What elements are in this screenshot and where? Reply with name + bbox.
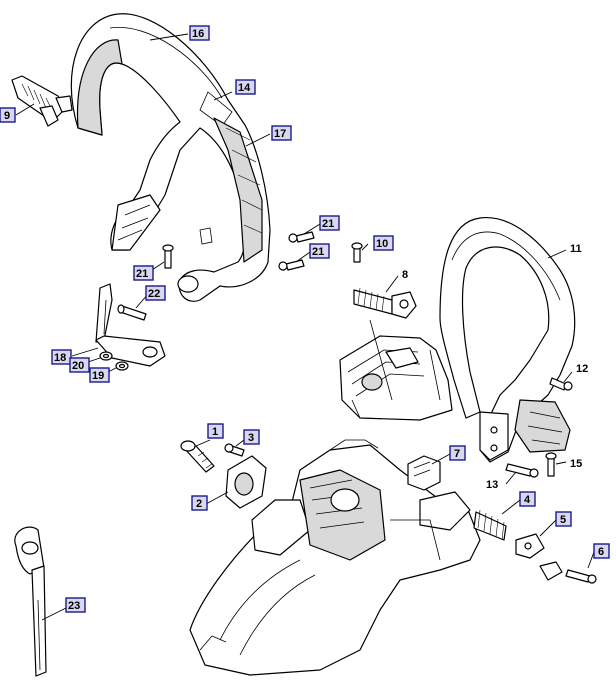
screw-10 <box>351 242 363 263</box>
screw-21-middle <box>278 259 305 271</box>
svg-text:10: 10 <box>376 238 388 250</box>
callout-7: 7 <box>449 445 466 461</box>
svg-text:9: 9 <box>4 110 10 122</box>
callout-18: 18 <box>51 349 72 365</box>
callout-3: 3 <box>243 429 260 445</box>
svg-text:21: 21 <box>136 268 148 280</box>
callout-19: 19 <box>89 367 110 383</box>
screw-21-upper <box>288 231 315 243</box>
svg-text:22: 22 <box>148 288 160 300</box>
svg-text:16: 16 <box>192 28 204 40</box>
callout-1: 1 <box>207 423 224 439</box>
engine-detail-view <box>339 319 453 421</box>
screw-14 <box>545 452 557 477</box>
screw-21-lower <box>162 244 174 269</box>
leader-lines <box>15 33 595 621</box>
spring-4 <box>473 509 507 541</box>
front-handle-bar <box>70 13 271 302</box>
svg-text:2: 2 <box>196 498 202 510</box>
callout-6: 6 <box>593 543 610 559</box>
svg-text:20: 20 <box>72 360 84 372</box>
stud-1 <box>180 440 215 473</box>
screw-22 <box>117 304 147 321</box>
callout-15: 14 <box>235 79 256 95</box>
screw-12 <box>549 377 573 391</box>
rear-handle-bar <box>439 217 576 463</box>
callout-20: 20 <box>69 357 90 373</box>
svg-text:6: 6 <box>598 546 604 558</box>
left-spring-assembly <box>11 75 73 127</box>
callout-21-upper: 21 <box>319 215 340 231</box>
cap-2 <box>225 455 267 509</box>
callout-14: 15 <box>570 458 582 470</box>
callout-10: 10 <box>373 235 394 251</box>
callout-16: 16 <box>189 25 210 41</box>
callout-labels: 16 14 17 9 21 21 21 22 10 18 20 19 1 3 2… <box>0 25 610 613</box>
wrench-23 <box>14 526 47 677</box>
svg-text:14: 14 <box>238 82 251 94</box>
callout-17: 17 <box>271 125 292 141</box>
screw-13 <box>505 463 539 478</box>
svg-text:17: 17 <box>274 128 286 140</box>
svg-text:1: 1 <box>212 426 218 438</box>
spring-element-8 <box>353 287 417 319</box>
screw-3 <box>224 443 245 457</box>
callout-2: 2 <box>191 495 208 511</box>
callout-8: 8 <box>402 269 408 281</box>
plate-5 <box>515 533 563 581</box>
washer-20 <box>99 351 113 361</box>
svg-text:3: 3 <box>248 432 254 444</box>
callout-21-middle: 21 <box>309 243 330 259</box>
callout-21-lower: 21 <box>133 265 154 281</box>
svg-text:5: 5 <box>560 514 566 526</box>
svg-text:4: 4 <box>524 494 531 506</box>
callout-12: 12 <box>576 363 588 375</box>
callout-13: 13 <box>486 479 498 491</box>
callout-5: 5 <box>555 511 572 527</box>
callout-4: 4 <box>519 491 536 507</box>
callout-11: 11 <box>570 243 582 255</box>
callout-23: 23 <box>65 597 86 613</box>
svg-text:23: 23 <box>68 600 80 612</box>
svg-text:18: 18 <box>54 352 66 364</box>
callout-9: 9 <box>0 107 16 123</box>
screw-6 <box>565 569 597 584</box>
buffer-7 <box>407 455 441 491</box>
svg-text:21: 21 <box>312 246 324 258</box>
callout-22: 22 <box>145 285 166 301</box>
main-housing <box>189 439 481 676</box>
svg-text:19: 19 <box>92 370 104 382</box>
bracket-18 <box>95 283 166 367</box>
svg-text:21: 21 <box>322 218 334 230</box>
washer-19 <box>115 361 129 371</box>
svg-text:7: 7 <box>454 448 460 460</box>
